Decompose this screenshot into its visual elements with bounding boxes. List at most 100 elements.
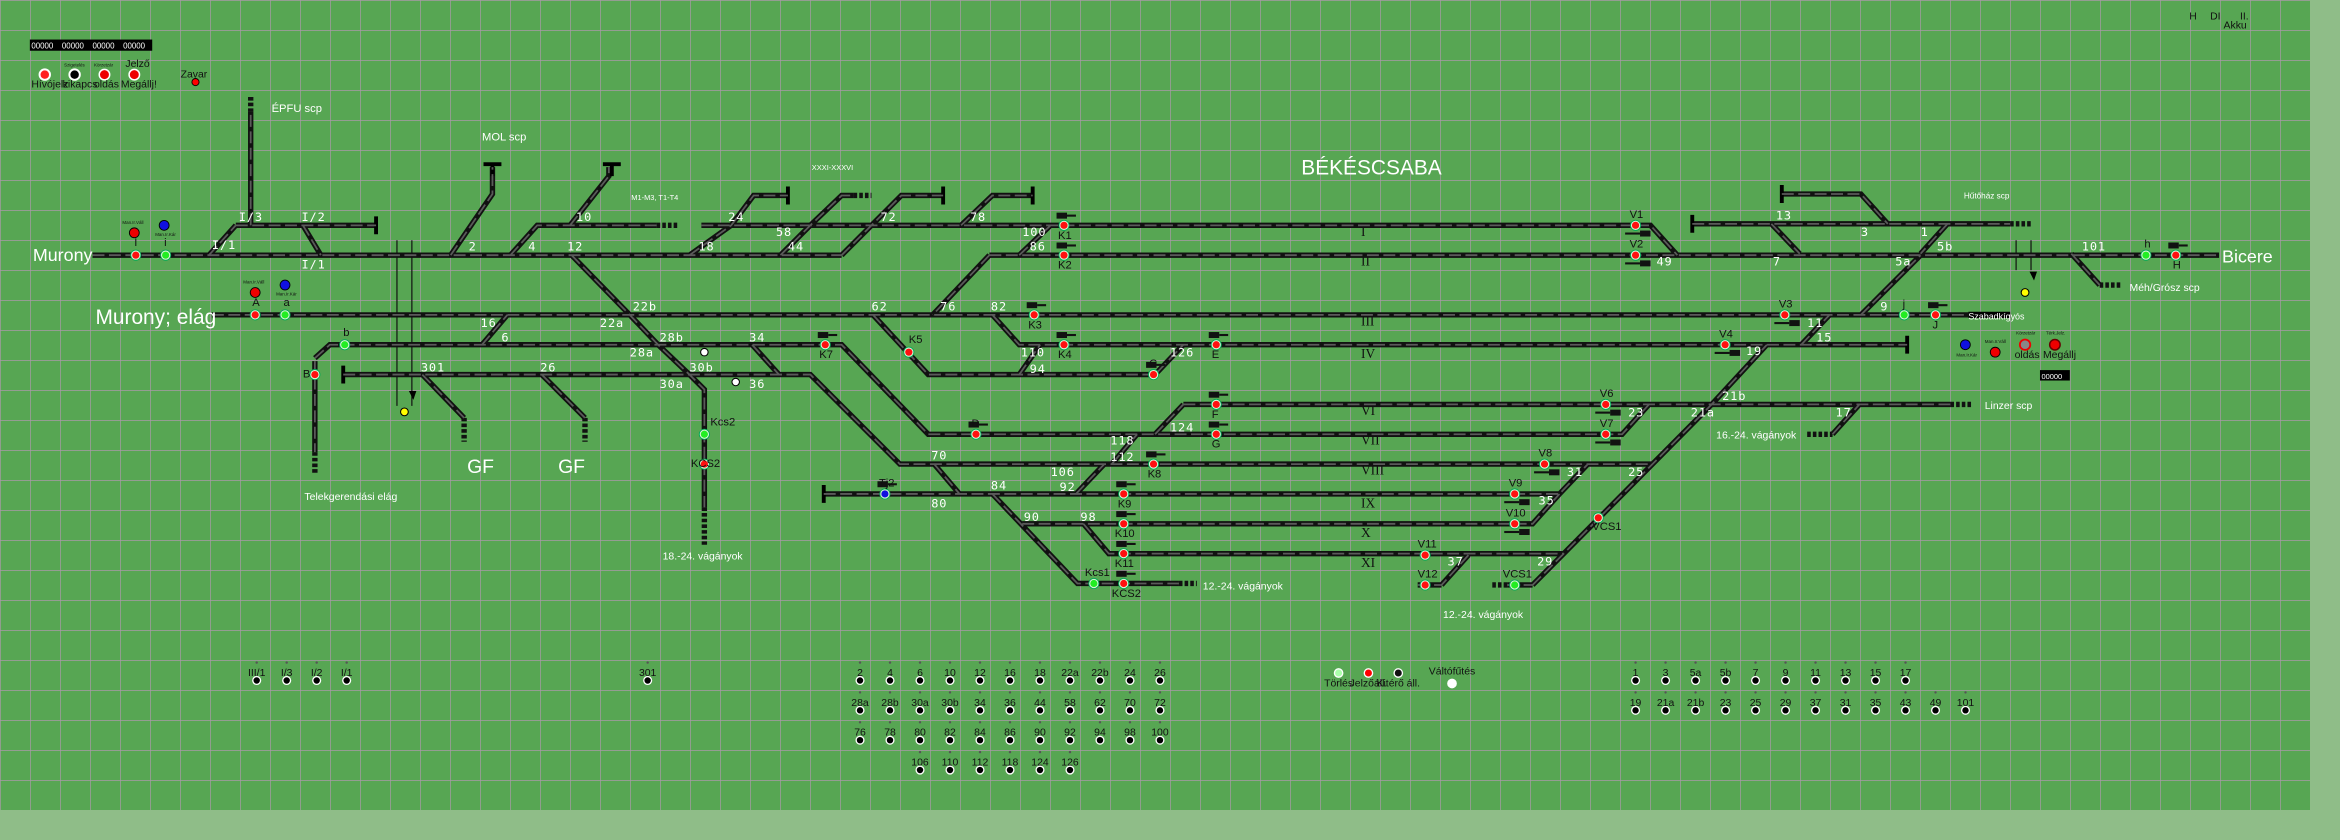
route-button[interactable]: I/1 xyxy=(341,661,353,686)
shunt-signal-icon[interactable] xyxy=(1519,499,1530,506)
shunt-signal-icon[interactable] xyxy=(968,421,979,428)
switch-button[interactable]: 37 xyxy=(1810,691,1822,715)
switch-button[interactable]: 10 xyxy=(944,661,956,686)
shunt-signal-icon[interactable] xyxy=(1026,302,1038,309)
switch-button[interactable]: 15 xyxy=(1870,661,1882,686)
man-ir-kar-button[interactable] xyxy=(1959,339,1971,351)
kitero-button[interactable]: Kitérő áll. xyxy=(1377,668,1421,690)
route-button[interactable]: 301 xyxy=(639,661,657,686)
signal-k10[interactable]: K10 xyxy=(1115,511,1136,540)
switch-button[interactable]: 94 xyxy=(1094,721,1106,745)
signal-k8[interactable]: K8 xyxy=(1146,451,1166,481)
signal-tj2[interactable]: Tj2 xyxy=(877,477,897,500)
signal-a[interactable]: A xyxy=(249,297,261,321)
switch-button[interactable]: 5a xyxy=(1690,661,1702,686)
signal-v10[interactable]: V10 xyxy=(1504,507,1530,535)
signal-k3[interactable]: K3 xyxy=(1026,302,1047,331)
signal-v3[interactable]: V3 xyxy=(1774,298,1800,327)
shunt-signal-icon[interactable] xyxy=(1116,540,1127,547)
switch-button[interactable]: 26 xyxy=(1154,661,1166,686)
signal-j[interactable]: j xyxy=(1898,298,1910,321)
valto-button[interactable]: Váltófűtés xyxy=(1429,667,1475,689)
torles-button[interactable]: Törlés xyxy=(1324,668,1353,690)
jelzo-megallj-button[interactable] xyxy=(128,68,141,81)
signal-k11[interactable]: K11 xyxy=(1115,540,1136,570)
switch-button[interactable]: 124 xyxy=(1031,750,1049,775)
terk-jelz-megallj-button[interactable] xyxy=(2048,338,2061,351)
switch-button[interactable]: 22b xyxy=(1091,661,1109,686)
switch-button[interactable]: 90 xyxy=(1034,721,1046,745)
switch-button[interactable]: 4 xyxy=(885,661,895,686)
shunt-signal-icon[interactable] xyxy=(1056,212,1067,219)
switch-button[interactable]: 62 xyxy=(1094,691,1106,715)
route-button[interactable]: I/3 xyxy=(281,661,293,686)
shunt-signal-icon[interactable] xyxy=(1116,511,1127,518)
switch-button[interactable]: 76 xyxy=(854,721,866,745)
signal-vcs1[interactable]: VCS1 xyxy=(1592,512,1622,533)
signal-k2[interactable]: K2 xyxy=(1056,242,1076,272)
switch-button[interactable]: 9 xyxy=(1780,661,1791,686)
signal-v2[interactable]: V2 xyxy=(1625,239,1651,267)
shunt-signal-icon[interactable] xyxy=(1056,332,1067,339)
signal-i[interactable]: I xyxy=(130,237,142,261)
switch-button[interactable]: 24 xyxy=(1124,661,1136,686)
shunt-signal-icon[interactable] xyxy=(1146,451,1157,458)
signal-k5[interactable]: K5 xyxy=(903,334,923,358)
shunt-signal-icon[interactable] xyxy=(1928,302,1939,309)
switch-button[interactable]: 58 xyxy=(1064,691,1076,715)
signal-i[interactable]: i xyxy=(160,237,172,261)
shunt-signal-icon[interactable] xyxy=(1729,349,1741,356)
switch-button[interactable]: 5b xyxy=(1720,661,1732,686)
signal-v12[interactable]: V12 xyxy=(1418,569,1438,591)
signal-v11[interactable]: V11 xyxy=(1418,539,1437,561)
signal-kcs2[interactable]: KCS2 xyxy=(1112,570,1141,600)
switch-button[interactable]: 22a xyxy=(1061,661,1079,686)
jelzoall-button[interactable]: Jelzőáll. xyxy=(1350,668,1388,690)
shunt-signal-icon[interactable] xyxy=(2168,242,2179,249)
signal-kcs2[interactable]: KCS2 xyxy=(691,458,720,470)
switch-button[interactable]: 21b xyxy=(1687,691,1705,715)
switch-button[interactable]: 80 xyxy=(914,721,926,745)
signal-v7[interactable]: V7 xyxy=(1595,418,1621,446)
switch-button[interactable]: 29 xyxy=(1780,691,1792,715)
switch-button[interactable]: 98 xyxy=(1124,721,1136,745)
route-button[interactable]: I/2 xyxy=(311,661,323,686)
switch-button[interactable]: 13 xyxy=(1840,661,1852,686)
shunt-signal-icon[interactable] xyxy=(1610,409,1621,416)
switch-button[interactable]: 1 xyxy=(1631,661,1641,686)
switch-button[interactable]: 43 xyxy=(1900,691,1912,715)
man-ir-kar-button[interactable] xyxy=(279,279,291,291)
signal-h[interactable]: h xyxy=(2140,239,2152,261)
signal-d[interactable]: D xyxy=(968,418,988,440)
korzetzar-oldas-button[interactable] xyxy=(2018,338,2032,351)
switch-button[interactable]: 70 xyxy=(1124,691,1136,715)
shunt-signal-icon[interactable] xyxy=(1116,570,1127,577)
signal-h[interactable]: H xyxy=(2168,242,2188,272)
shunt-signal-icon[interactable] xyxy=(1640,260,1651,267)
switch-button[interactable]: 30b xyxy=(941,691,959,715)
switch-button[interactable]: 12 xyxy=(974,661,986,686)
switch-button[interactable]: 30a xyxy=(911,691,929,715)
shunt-signal-icon[interactable] xyxy=(1208,421,1220,428)
man-ir-vall-button[interactable] xyxy=(128,227,140,239)
switch-button[interactable]: 16 xyxy=(1004,661,1016,686)
shunt-signal-icon[interactable] xyxy=(1116,481,1127,488)
signal-k7[interactable]: K7 xyxy=(817,332,838,361)
switch-button[interactable]: 72 xyxy=(1154,691,1166,715)
shunt-signal-icon[interactable] xyxy=(1640,230,1651,237)
shunt-signal-icon[interactable] xyxy=(1208,332,1220,339)
switch-button[interactable]: 2 xyxy=(855,661,865,686)
signal-kcs2[interactable]: Kcs2 xyxy=(698,416,735,440)
switch-button[interactable]: 36 xyxy=(1004,691,1016,715)
switch-button[interactable]: 92 xyxy=(1064,721,1076,745)
switch-button[interactable]: 18 xyxy=(1034,661,1046,686)
switch-button[interactable]: 19 xyxy=(1630,691,1642,715)
switch-button[interactable]: 35 xyxy=(1870,691,1882,715)
switch-button[interactable]: 78 xyxy=(884,721,896,745)
signal-k9[interactable]: K9 xyxy=(1116,481,1136,510)
switch-button[interactable]: 7 xyxy=(1750,661,1761,686)
shunt-signal-icon[interactable] xyxy=(1056,242,1067,249)
signal-v9[interactable]: V9 xyxy=(1504,477,1530,506)
switch-button[interactable]: 28a xyxy=(851,691,869,715)
switch-button[interactable]: 86 xyxy=(1004,721,1016,745)
